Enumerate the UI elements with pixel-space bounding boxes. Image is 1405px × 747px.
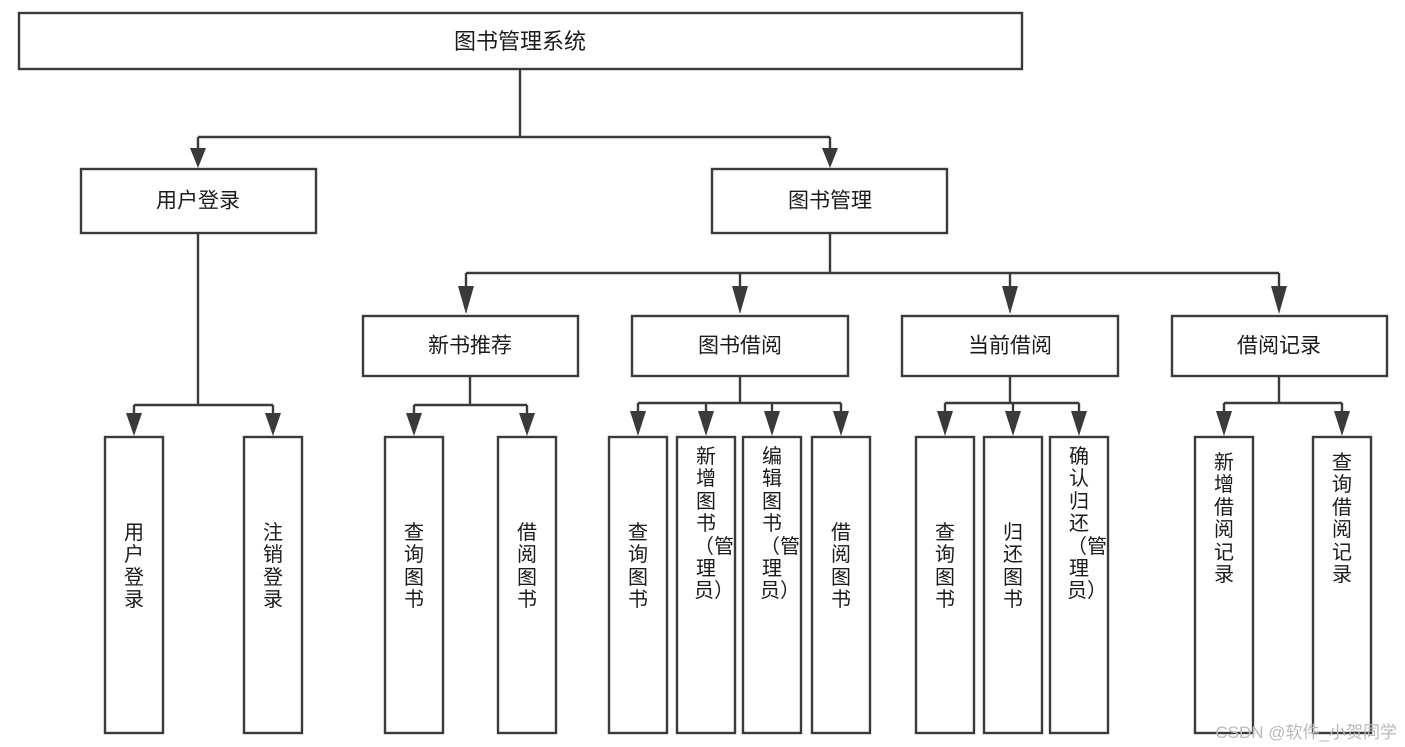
arrowhead-icon-leaf-add-record: [1216, 411, 1232, 436]
node-new-book-recommend-label: 新书推荐: [428, 335, 512, 358]
leaf-box-leaf-add-book[interactable]: [675, 435, 737, 735]
arrowhead-icon-leaf-borrow-book-2: [833, 411, 849, 436]
node-current-borrow-label: 当前借阅: [968, 335, 1052, 358]
arrowhead-icon-current-borrow: [1002, 286, 1018, 314]
leaf-box-leaf-user-logout[interactable]: [242, 435, 304, 735]
leaf-box-leaf-borrow-book-1[interactable]: [496, 435, 558, 735]
node-borrow-record[interactable]: 借阅记录: [1170, 314, 1389, 378]
arrowhead-icon-leaf-query-record: [1334, 411, 1350, 436]
arrowhead-icon-book-borrow: [732, 286, 748, 314]
node-book-management-label: 图书管理: [788, 190, 872, 213]
leaf-box-leaf-query-book-1[interactable]: [383, 435, 445, 735]
arrowhead-icon-leaf-confirm-return: [1071, 411, 1087, 436]
node-user-login[interactable]: 用户登录: [79, 167, 318, 235]
arrowhead-icon-leaf-return-book: [1005, 411, 1021, 436]
node-new-book-recommend-box: [361, 314, 580, 378]
arrowhead-icon-leaf-query-book-1: [406, 413, 422, 436]
arrowhead-icon-leaf-edit-book: [764, 411, 780, 436]
arrowhead-icon-leaf-query-book-3: [937, 411, 953, 436]
leaf-box-leaf-query-book-3[interactable]: [914, 435, 976, 735]
leaf-box-leaf-query-book-2[interactable]: [607, 435, 669, 735]
leaf-box-leaf-user-login[interactable]: [103, 435, 165, 735]
arrowhead-icon-leaf-user-login: [126, 413, 142, 436]
arrowhead-icon-leaf-query-book-2: [630, 411, 646, 436]
node-book-borrow-label: 图书借阅: [698, 335, 782, 358]
node-root[interactable]: 图书管理系统: [17, 11, 1024, 71]
node-book-borrow[interactable]: 图书借阅: [630, 314, 850, 378]
leaf-box-leaf-return-book[interactable]: [982, 435, 1044, 735]
arrowhead-icon-user-login: [190, 148, 206, 168]
csdn-watermark: CSDN @软件_小贺同学: [1215, 723, 1397, 742]
leaf-box-layer: [103, 435, 1373, 735]
leaf-box-leaf-edit-book[interactable]: [741, 435, 803, 735]
arrowhead-icon-borrow-record: [1271, 286, 1287, 314]
node-root-label: 图书管理系统: [454, 29, 586, 54]
arrowhead-icon-leaf-borrow-book-1: [519, 413, 535, 436]
arrowhead-icon-new-book-recommend: [458, 286, 474, 314]
node-current-borrow[interactable]: 当前借阅: [900, 314, 1120, 378]
arrowhead-icon-leaf-add-book: [698, 411, 714, 436]
leaf-box-leaf-add-record[interactable]: [1193, 435, 1255, 735]
node-book-borrow-box: [630, 314, 850, 378]
leaf-box-leaf-borrow-book-2[interactable]: [810, 435, 872, 735]
node-borrow-record-box: [1170, 314, 1389, 378]
connector-layer: [126, 69, 1350, 436]
node-root-box: [17, 11, 1024, 71]
node-book-management[interactable]: 图书管理: [710, 167, 949, 235]
arrowhead-icon-book-management: [822, 148, 838, 168]
arrowhead-icon-leaf-user-logout: [265, 413, 281, 436]
node-book-management-box: [710, 167, 949, 235]
node-new-book-recommend[interactable]: 新书推荐: [361, 314, 580, 378]
leaf-box-leaf-query-record[interactable]: [1311, 435, 1373, 735]
node-user-login-label: 用户登录: [156, 190, 240, 213]
node-user-login-box: [79, 167, 318, 235]
node-borrow-record-label: 借阅记录: [1237, 335, 1321, 358]
leaf-box-leaf-confirm-return[interactable]: [1048, 435, 1110, 735]
node-current-borrow-box: [900, 314, 1120, 378]
